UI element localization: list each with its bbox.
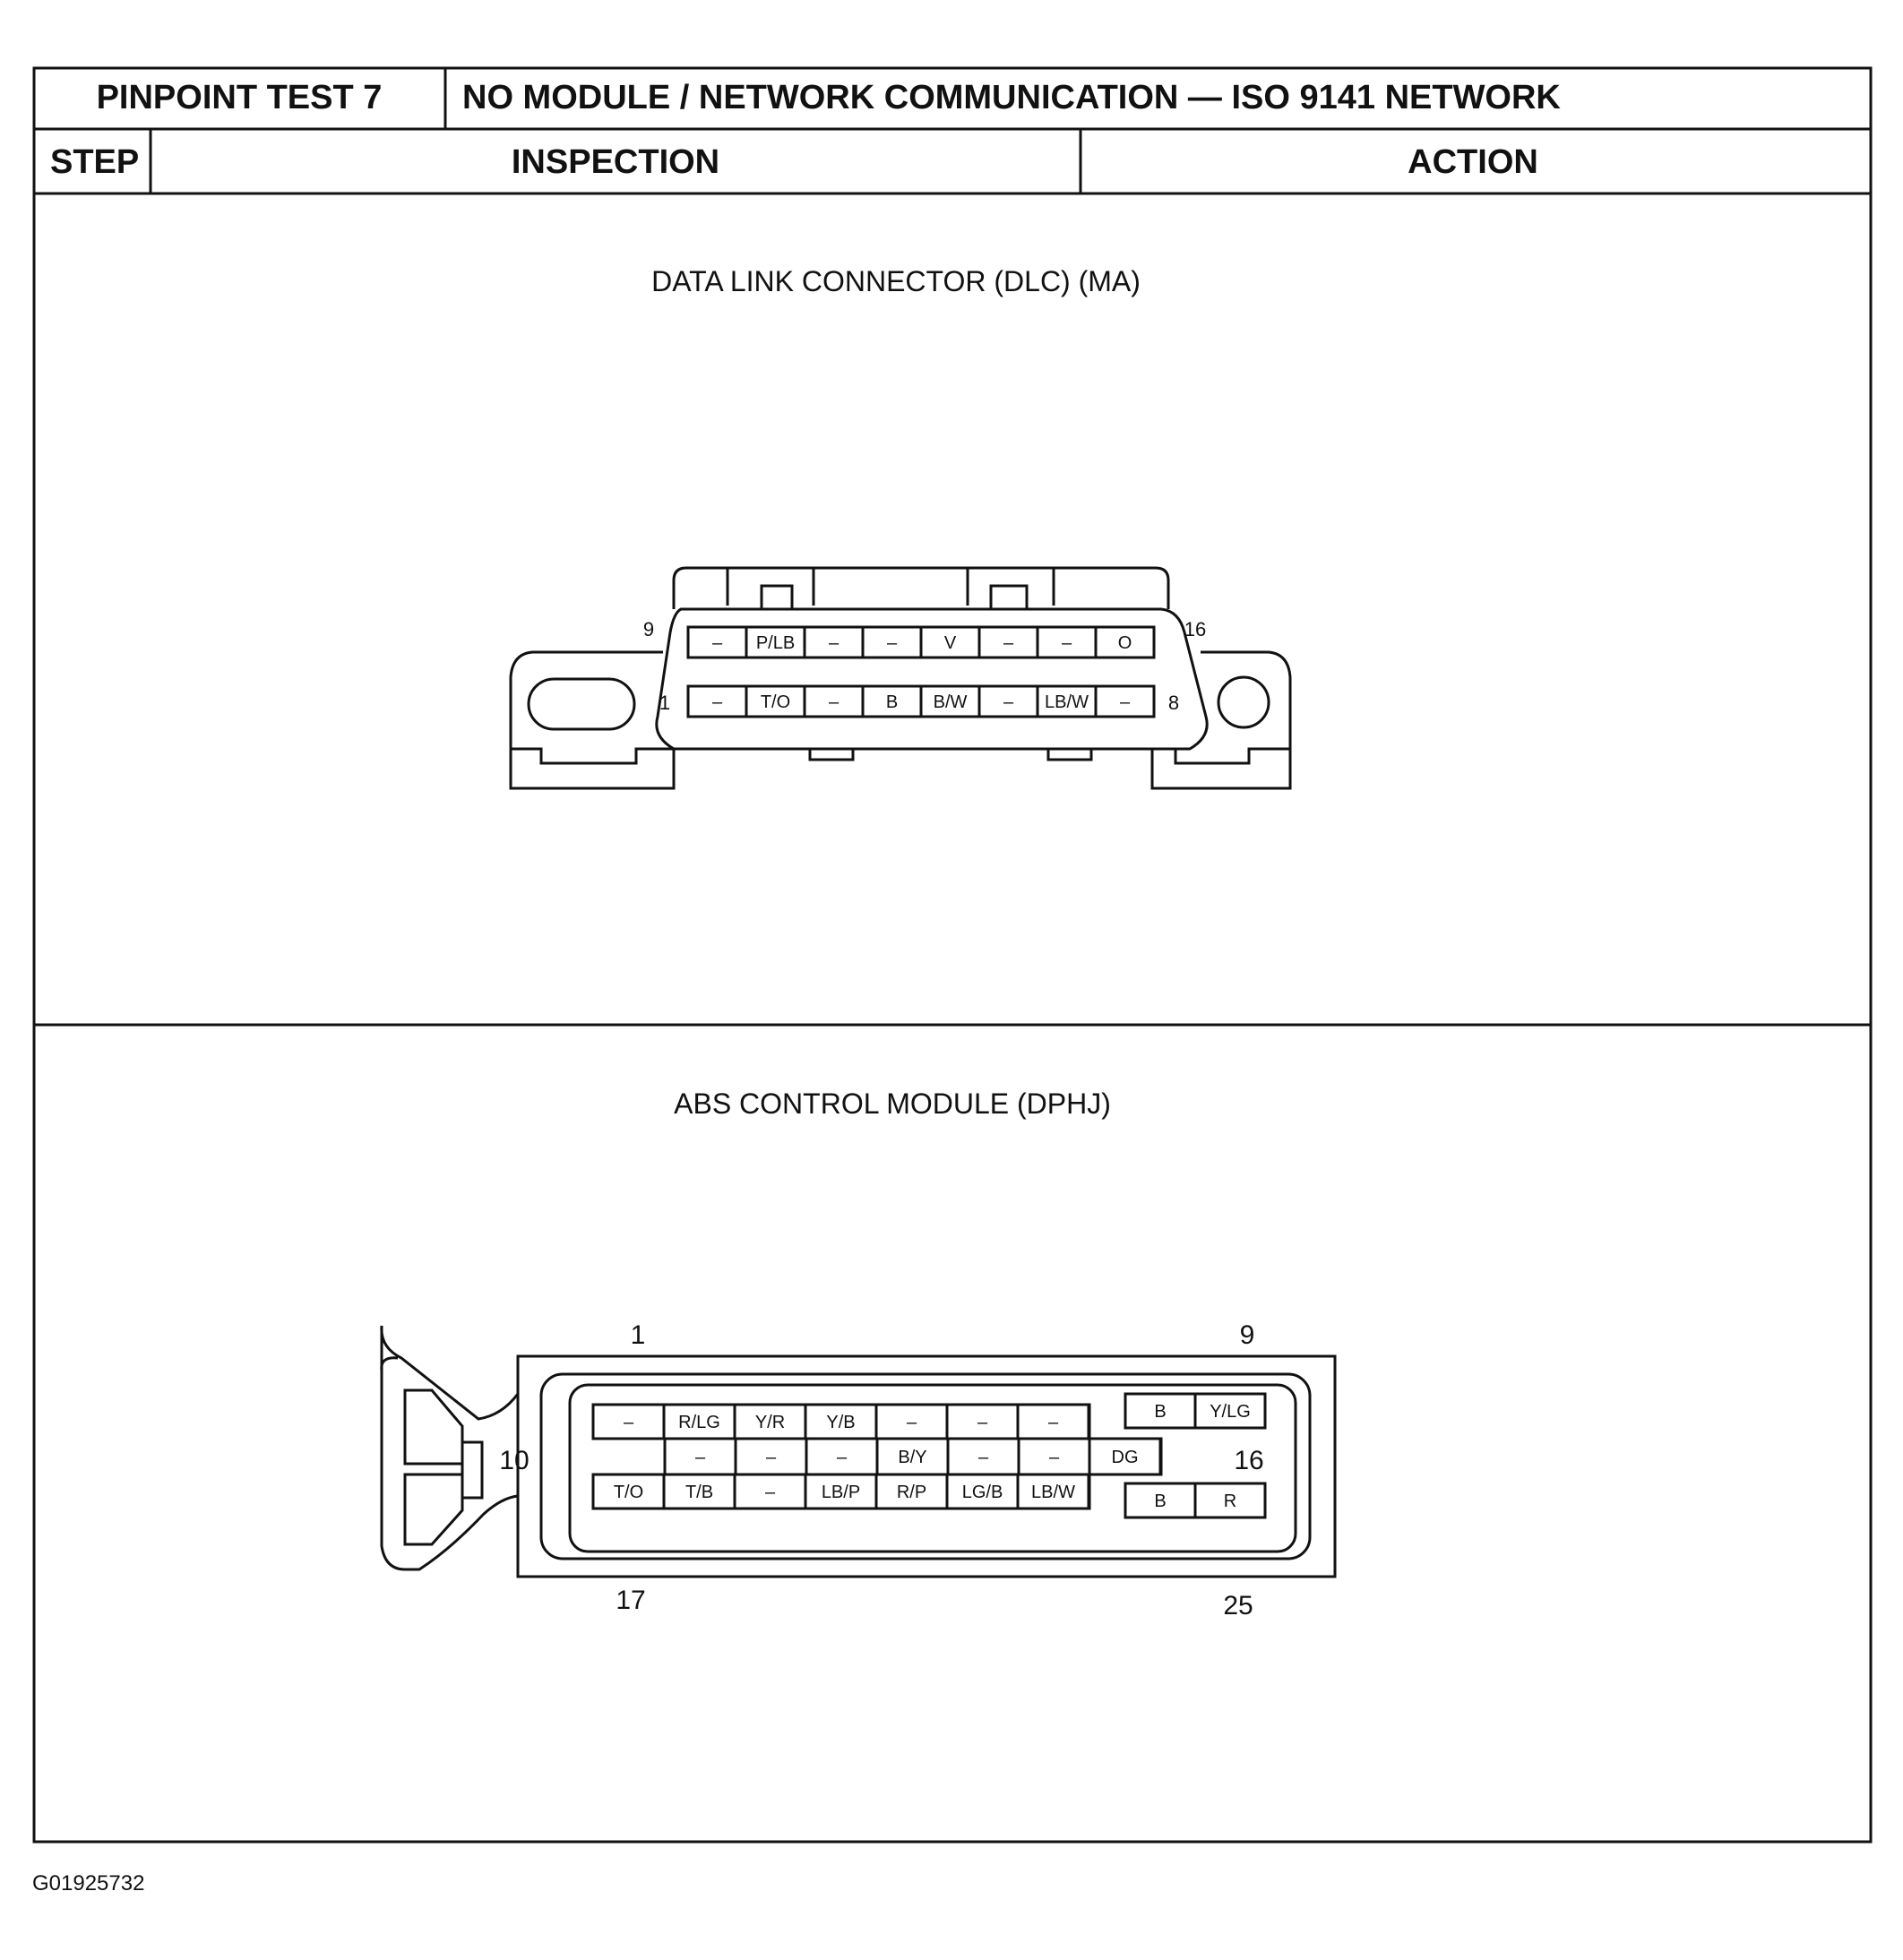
abs-row2-pin-wire-label: B/Y (898, 1448, 926, 1467)
dlc-top-pin-cell (1094, 625, 1156, 659)
abs-left-latch-outer (380, 1356, 399, 1371)
dlc-left-mounting-hole (527, 677, 636, 731)
abs-pin-label-1: 1 (631, 1320, 646, 1350)
dlc-bottom-pin-wire-label: B/W (934, 692, 968, 712)
dlc-top-pin-wire-label: V (944, 633, 957, 653)
pinpoint-test-label: PINPOINT TEST 7 (97, 79, 383, 116)
abs-row1-right-pin-wire-label: Y/LG (1210, 1402, 1251, 1422)
abs-row3-pin-wire-label: LB/W (1031, 1483, 1075, 1502)
abs-row3-pin-wire-label: LB/P (822, 1483, 860, 1502)
dlc-top-pin-wire-label: – (1062, 633, 1072, 653)
dlc-bottom-pin-wire-label: – (1003, 692, 1014, 712)
dlc-bottom-pin-wire-label: T/O (761, 692, 790, 712)
dlc-pin-label-1: 1 (659, 692, 670, 714)
dlc-bottom-pin-wire-label: – (829, 692, 840, 712)
abs-row1-pin-wire-label: – (1048, 1413, 1059, 1432)
dlc-left-flange-step (511, 747, 674, 765)
abs-pin-label-16: 16 (1234, 1446, 1263, 1475)
dlc-top-pin-wire-label: P/LB (756, 633, 795, 653)
abs-housing-inner (539, 1372, 1312, 1560)
abs-row3-right-pin-wire-label: B (1154, 1491, 1166, 1511)
abs-pin-label-25: 25 (1223, 1591, 1253, 1620)
dlc-top-pin-wire-label: – (829, 633, 840, 653)
dlc-bottom-pin-wire-label: LB/W (1045, 692, 1089, 712)
abs-left-latch (380, 1325, 520, 1577)
column-header-step: STEP (50, 143, 139, 181)
abs-row3-pin-wire-label: R/P (897, 1483, 926, 1502)
dlc-connector-diagram (509, 566, 1292, 790)
abs-row1-right-pin-wire-label: B (1154, 1402, 1166, 1422)
dlc-right-flange (1150, 650, 1292, 790)
abs-row2-pin-wire-label: – (1049, 1448, 1060, 1467)
abs-row3-pin-wire-label: LG/B (962, 1483, 1003, 1502)
abs-row1-pin-wire-label: R/LG (678, 1413, 720, 1432)
abs-row1-pin-wire-label: – (977, 1413, 988, 1432)
dlc-pin-label-9: 9 (643, 618, 654, 640)
outer-frame (32, 66, 1873, 1844)
abs-pin-label-17: 17 (616, 1586, 645, 1615)
abs-row1-pin-wire-label: – (907, 1413, 917, 1432)
abs-row3-pin-wire-label: – (765, 1483, 776, 1502)
dlc-caption: DATA LINK CONNECTOR (DLC) (MA) (651, 265, 1141, 297)
abs-latch-window-top (403, 1388, 464, 1466)
dlc-bottom-pin-cell (1094, 684, 1156, 718)
dlc-bottom-row: – T/O – B B/W – LB/W – (686, 684, 1156, 718)
dlc-pin-label-8: 8 (1168, 692, 1179, 714)
abs-row3-right-pin-cell (1193, 1482, 1267, 1519)
column-header-action: ACTION (1408, 143, 1538, 181)
abs-latch-window-bottom (403, 1473, 464, 1546)
abs-housing-inner-2 (568, 1383, 1297, 1553)
column-header-inspection: INSPECTION (512, 143, 719, 181)
dlc-bottom-key (1046, 747, 1093, 761)
abs-caption: ABS CONTROL MODULE (DPHJ) (674, 1087, 1111, 1120)
dlc-top-pin-wire-label: – (887, 633, 898, 653)
abs-row2-pin-wire-label: – (978, 1448, 989, 1467)
dlc-pin-label-16: 16 (1184, 618, 1206, 640)
abs-row2-pin-cell (1088, 1437, 1162, 1476)
abs-row-2: – – – B/Y – – DG (663, 1437, 1162, 1476)
abs-row-3: T/O T/B – LB/P R/P LG/B LB/W (591, 1473, 1090, 1510)
dlc-latch (760, 584, 794, 611)
abs-housing-outer (516, 1354, 1337, 1578)
abs-row3-pin-wire-label: T/B (685, 1483, 713, 1502)
abs-row2-pin-wire-label: – (695, 1448, 706, 1467)
dlc-top-pin-wire-label: O (1118, 633, 1132, 653)
dlc-top-row: – P/LB – – V – – O (686, 625, 1156, 659)
dlc-latch (989, 584, 1029, 611)
abs-row1-pin-wire-label: Y/R (755, 1413, 785, 1432)
abs-pin-label-10: 10 (499, 1446, 529, 1475)
dlc-right-flange-step (1152, 747, 1290, 765)
dlc-bottom-pin-wire-label: B (886, 692, 898, 712)
dlc-top-tab (672, 566, 1170, 609)
dlc-bottom-pin-wire-label: – (712, 692, 723, 712)
dlc-bottom-key (808, 747, 855, 761)
dlc-bottom-pin-wire-label: – (1120, 692, 1131, 712)
dlc-body (655, 607, 1209, 751)
abs-row3-right-pin-wire-label: R (1224, 1491, 1236, 1511)
dlc-top-pin-wire-label: – (1003, 633, 1014, 653)
dlc-top-pin-wire-label: – (712, 633, 723, 653)
abs-latch-key (461, 1440, 484, 1500)
dlc-right-mounting-hole (1217, 675, 1270, 729)
figure-id: G01925732 (32, 1871, 144, 1896)
abs-pin-label-9: 9 (1240, 1320, 1255, 1350)
abs-row2-pin-wire-label: DG (1112, 1448, 1139, 1467)
abs-row1-pin-wire-label: – (624, 1413, 634, 1432)
abs-row-1: – R/LG Y/R Y/B – – – (591, 1403, 1090, 1440)
abs-row-1-right: B Y/LG (1124, 1392, 1267, 1430)
abs-row2-pin-wire-label: – (837, 1448, 848, 1467)
abs-row2-pin-wire-label: – (766, 1448, 777, 1467)
abs-row1-pin-wire-label: Y/B (826, 1413, 855, 1432)
abs-row3-pin-wire-label: T/O (614, 1483, 643, 1502)
pinpoint-test-title: NO MODULE / NETWORK COMMUNICATION — ISO … (462, 79, 1561, 116)
abs-row1-right-pin-cell (1193, 1392, 1267, 1430)
dlc-left-flange (509, 650, 676, 790)
abs-row3-pin-cell (1016, 1473, 1090, 1510)
